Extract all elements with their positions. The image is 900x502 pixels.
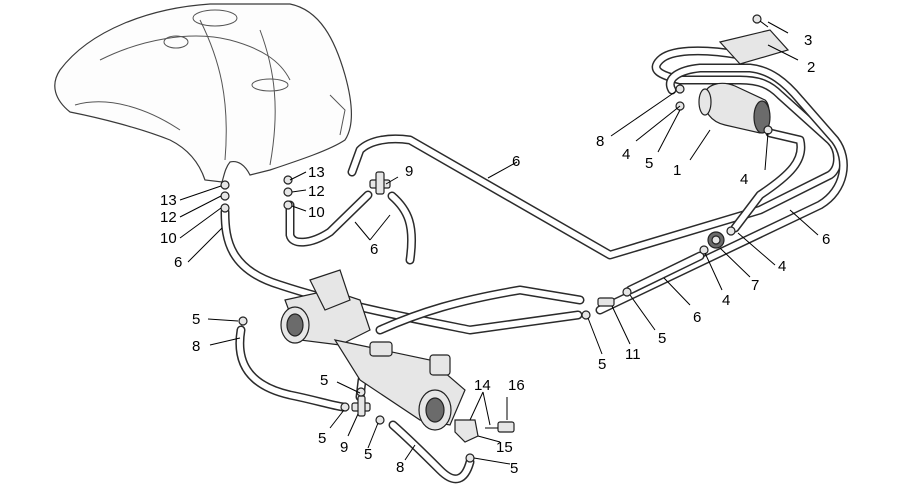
callout-4: 4 [622, 146, 630, 163]
callout-9: 9 [340, 439, 348, 456]
hose-network [220, 46, 848, 484]
callout-9: 9 [405, 163, 413, 180]
screw-3 [752, 14, 769, 28]
callout-7: 7 [751, 277, 759, 294]
callout-4: 4 [740, 171, 748, 188]
callout-11: 11 [625, 346, 641, 363]
callout-12: 12 [308, 183, 325, 200]
callout-5: 5 [510, 460, 518, 477]
callout-6: 6 [174, 254, 182, 271]
callout-10: 10 [308, 204, 325, 221]
callout-5: 5 [598, 356, 606, 373]
fuel-tank [54, 3, 353, 183]
callout-5: 5 [192, 311, 200, 328]
bolt-16 [485, 421, 515, 433]
fitting-11 [597, 297, 615, 307]
tee-9-lower [351, 395, 371, 417]
tee-9-upper [369, 171, 391, 195]
clamp-fittings [220, 84, 773, 463]
callout-1: 1 [673, 162, 681, 179]
callout-5: 5 [658, 330, 666, 347]
callout-5: 5 [364, 446, 372, 463]
leader-lines [179, 21, 819, 465]
callout-15: 15 [496, 439, 513, 456]
fitting-15 [454, 419, 479, 443]
throttle-body-assembly [280, 269, 466, 431]
callout-4: 4 [722, 292, 730, 309]
callout-3: 3 [804, 32, 812, 49]
callout-6: 6 [693, 309, 701, 326]
callouts: 3 2 8 4 5 1 4 6 6 9 13 12 10 6 13 12 10 … [160, 32, 830, 477]
callout-2: 2 [807, 59, 815, 76]
callout-13: 13 [308, 164, 325, 181]
callout-10: 10 [160, 230, 177, 247]
callout-4: 4 [778, 258, 786, 275]
callout-12: 12 [160, 209, 177, 226]
callout-8: 8 [596, 133, 604, 150]
callout-5: 5 [320, 372, 328, 389]
callout-5: 5 [318, 430, 326, 447]
callout-13: 13 [160, 192, 177, 209]
callout-14: 14 [474, 377, 491, 394]
callout-8: 8 [192, 338, 200, 355]
callout-5: 5 [645, 155, 653, 172]
callout-6: 6 [822, 231, 830, 248]
fitting-valve-7 [707, 231, 725, 249]
canister-filter [698, 29, 790, 134]
callout-6: 6 [370, 241, 378, 258]
callout-6: 6 [512, 153, 520, 170]
callout-8: 8 [396, 459, 404, 476]
callout-16: 16 [508, 377, 525, 394]
